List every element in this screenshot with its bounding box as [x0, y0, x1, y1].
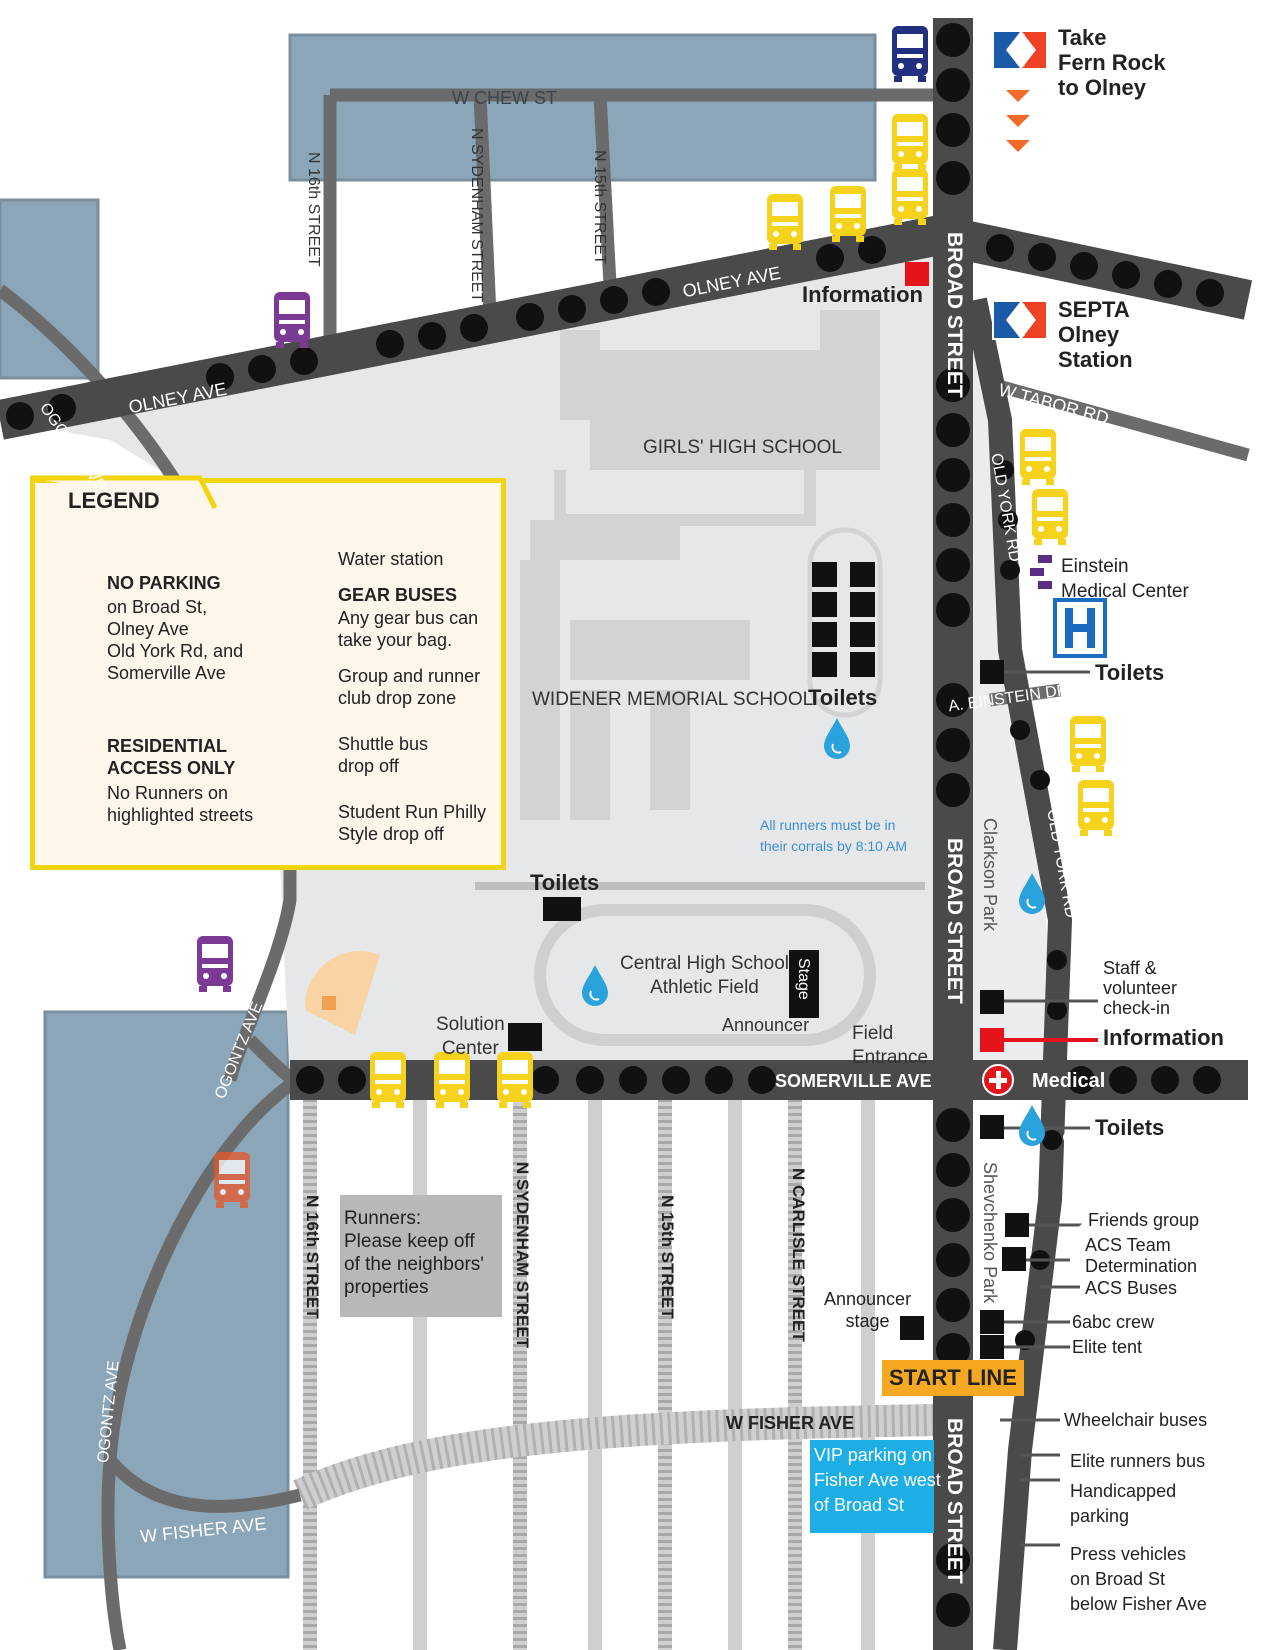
runners-note: Runners: Please keep off of the neighbor…: [340, 1195, 502, 1317]
toilet-icon: [508, 562, 1029, 1359]
medical-cross-icon: [982, 1064, 1014, 1096]
information-top-label: Information: [802, 282, 923, 307]
student-buses: [892, 26, 928, 82]
legend-no-parking-title: NO PARKING: [107, 573, 221, 593]
vip-parking-label: VIP parking on Fisher Ave west of Broad …: [810, 1440, 941, 1533]
girls-high-label: GIRLS' HIGH SCHOOL: [643, 437, 842, 458]
street-broad-1: BROAD STREET: [943, 232, 966, 398]
press-vehicles-label: Press vehicles on Broad St below Fisher …: [1070, 1544, 1207, 1614]
street-carlisle: N CARLISLE STREET: [789, 1168, 808, 1342]
information-right-label: Information: [1103, 1025, 1224, 1050]
announcer-label: Announcer: [722, 1015, 810, 1035]
shaded-zone-west: [0, 198, 100, 380]
wheelchair-buses-label: Wheelchair buses: [1064, 1410, 1208, 1430]
building-footprints: [520, 310, 880, 820]
elite-tent-label: Elite tent: [1072, 1337, 1143, 1357]
acs-buses-label: ACS Buses: [1085, 1278, 1178, 1298]
field-entrance-label: Field Entrance: [852, 1023, 929, 1068]
street-somerville: SOMERVILLE AVE: [775, 1071, 932, 1091]
street-w-chew: W CHEW ST: [452, 88, 557, 108]
announcer-stage-label: Announcer stage: [824, 1289, 912, 1331]
shaded-zone-southwest: [43, 1010, 290, 1579]
arrow-down-icon: [1006, 90, 1030, 152]
street-w-fisher-1: W FISHER AVE: [726, 1413, 855, 1433]
start-line: START LINE: [882, 1360, 1024, 1396]
medical-label: Medical: [1032, 1070, 1106, 1092]
legend-water: Water station: [338, 549, 444, 569]
street-n16-top: N 16th STREET: [305, 152, 322, 267]
einstein-label: Einstein Medical Center: [1061, 556, 1189, 602]
friends-group-label: Friends group: [1088, 1210, 1200, 1230]
corral-note: All runners must be in their corrals by …: [760, 817, 908, 854]
legend-title: LEGEND: [68, 488, 160, 513]
athletic-track: [534, 904, 876, 1046]
einstein-logo: [1030, 555, 1052, 589]
legend: [30, 478, 506, 870]
street-broad-3: BROAD STREET: [943, 1418, 966, 1584]
clarkson-park-label: Clarkson Park: [980, 818, 1000, 932]
legend-no-parking-desc: on Broad St, Olney Ave Old York Rd, and …: [107, 597, 244, 683]
shuttle-buses: [214, 1152, 250, 1208]
handicapped-parking-label: Handicapped parking: [1070, 1481, 1177, 1526]
toilets-campus-label: Toilets: [808, 685, 878, 710]
toilets-right-label: Toilets: [1095, 1115, 1165, 1140]
street-sydenham-top: N SYDENHAM STREET: [468, 128, 485, 303]
olney-station-label: SEPTA Olney Station: [1058, 297, 1133, 372]
legend-student: Student Run Philly Style drop off: [338, 802, 487, 844]
street-n15-top: N 15th STREET: [591, 150, 608, 265]
no-parking-dots: [6, 23, 1224, 1627]
septa-logo-olney: [990, 298, 1050, 342]
residential-streets: [303, 1085, 875, 1650]
central-high-label: Central High School Athletic Field: [620, 953, 789, 998]
legend-residential-title: RESIDENTIAL ACCESS ONLY: [107, 736, 236, 778]
legend-gear-desc: Any gear bus can take your bag.: [338, 608, 479, 650]
staff-checkin-label: Staff & volunteer check-in: [1103, 958, 1178, 1018]
information-marker-right: [980, 1028, 1004, 1052]
abc-crew-label: 6abc crew: [1072, 1312, 1155, 1332]
baseball-field: [304, 951, 380, 1035]
hospital-h-icon: [1053, 598, 1107, 658]
legend-gear-title: GEAR BUSES: [338, 585, 458, 605]
legend-group: Group and runner club drop zone: [338, 666, 481, 708]
elite-runners-bus-label: Elite runners bus: [1070, 1451, 1206, 1471]
stage-label: Stage: [795, 958, 812, 1000]
acs-team-label: ACS Team Determination: [1085, 1235, 1198, 1276]
toilets-mid-label: Toilets: [530, 870, 600, 895]
legend-tab: [30, 475, 218, 510]
widener-label: WIDENER MEMORIAL SCHOOL: [532, 689, 814, 710]
legend-shuttle: Shuttle bus drop off: [338, 734, 429, 776]
callout-lines: [1000, 670, 1098, 1547]
shevchenko-park-label: Shevchenko Park: [980, 1162, 1000, 1304]
street-n15-bottom: N 15th STREET: [658, 1195, 677, 1319]
solution-center-label: Solution Center: [436, 1014, 505, 1059]
septa-logo-fern-rock: [990, 28, 1050, 72]
information-marker-top: [905, 262, 929, 286]
street-broad-2: BROAD STREET: [943, 838, 966, 1004]
toilets-einstein-label: Toilets: [1095, 660, 1165, 685]
shaded-zone-north: [288, 33, 877, 182]
legend-residential-desc: No Runners on highlighted streets: [107, 783, 254, 825]
street-n16-bottom: N 16th STREET: [303, 1195, 322, 1319]
fern-rock-label: Take Fern Rock to Olney: [1058, 25, 1166, 100]
street-sydenham-bottom: N SYDENHAM STREET: [513, 1162, 532, 1349]
